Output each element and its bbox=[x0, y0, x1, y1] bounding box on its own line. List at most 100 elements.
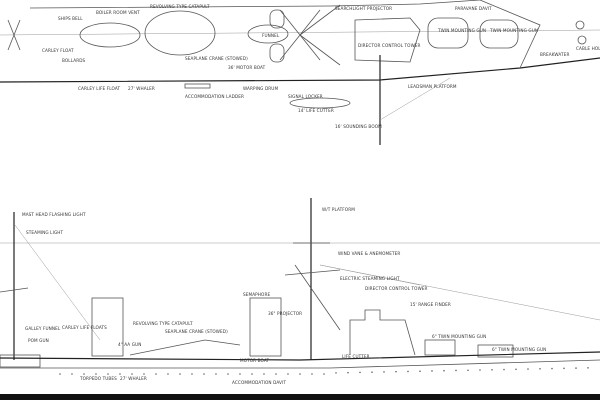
plan-boat bbox=[269, 43, 285, 63]
callout-label: GALLEY FUNNEL bbox=[25, 326, 61, 331]
callout-label: POM GUN bbox=[28, 338, 49, 343]
callout-label: 36" PROJECTOR bbox=[268, 311, 302, 316]
callout-label: CARLEY LIFE FLOAT bbox=[78, 86, 120, 91]
porthole bbox=[479, 369, 481, 371]
plan-turret-b bbox=[427, 17, 469, 49]
profile-funnel-fwd bbox=[249, 297, 282, 357]
porthole bbox=[359, 371, 361, 374]
porthole bbox=[263, 373, 265, 375]
profile-catapult bbox=[129, 339, 241, 356]
portholes bbox=[59, 367, 589, 375]
callout-label: DIRECTOR CONTROL TOWER bbox=[358, 43, 421, 48]
porthole bbox=[467, 369, 469, 372]
porthole bbox=[311, 373, 313, 375]
profile-hull-line bbox=[0, 359, 600, 369]
porthole bbox=[95, 373, 97, 375]
porthole bbox=[227, 373, 229, 375]
profile-bridge bbox=[349, 309, 416, 356]
callout-label: ACCOMMODATION LADDER bbox=[185, 94, 244, 99]
porthole bbox=[515, 368, 517, 371]
porthole bbox=[491, 368, 493, 371]
callout-label: SEMAPHORE bbox=[243, 292, 270, 297]
porthole bbox=[419, 370, 421, 373]
porthole bbox=[71, 373, 73, 375]
porthole bbox=[407, 370, 409, 373]
porthole bbox=[107, 373, 109, 375]
callout-label: CABLE HOLDER bbox=[576, 46, 600, 51]
callout-label: LIFE CUTTER bbox=[342, 354, 370, 359]
callout-label: MOTOR BOAT bbox=[240, 358, 269, 363]
callout-label: ELECTRIC STEAMING LIGHT bbox=[340, 276, 400, 281]
porthole bbox=[455, 369, 457, 372]
porthole bbox=[215, 373, 217, 375]
porthole bbox=[539, 368, 541, 370]
profile-funnel-aft bbox=[91, 297, 124, 357]
callout-label: CARLEY LIFE FLOATS bbox=[62, 325, 107, 330]
porthole bbox=[59, 373, 61, 375]
plan-cable-holder bbox=[575, 20, 585, 30]
porthole bbox=[167, 373, 169, 375]
porthole bbox=[395, 370, 397, 373]
porthole bbox=[503, 368, 505, 371]
porthole bbox=[83, 373, 85, 375]
porthole bbox=[119, 373, 121, 375]
plan-catapult-ring bbox=[144, 10, 216, 56]
porthole bbox=[287, 373, 289, 375]
porthole bbox=[239, 373, 241, 375]
callout-label: WARPING DRUM bbox=[243, 86, 278, 91]
plan-breakwater bbox=[479, 0, 541, 69]
callout-label: DIRECTOR CONTROL TOWER bbox=[365, 286, 428, 291]
porthole bbox=[371, 371, 373, 373]
callout-label: 15' RANGE FINDER bbox=[410, 302, 451, 307]
porthole bbox=[131, 373, 133, 375]
callout-label: STEAMING LIGHT bbox=[26, 230, 64, 235]
callout-label: CARLEY FLOAT bbox=[42, 48, 74, 53]
callout-label: LEADSMAN PLATFORM bbox=[408, 84, 457, 89]
plan-leader bbox=[379, 77, 451, 121]
profile-yard bbox=[0, 287, 29, 293]
porthole bbox=[275, 373, 277, 375]
callout-label: SEARCHLIGHT PROJECTOR bbox=[335, 6, 392, 11]
callout-label: SIGNAL LOCKER bbox=[288, 94, 323, 99]
plan-cable-holder bbox=[577, 35, 587, 45]
porthole bbox=[143, 373, 145, 375]
callout-label: 6" TWIN MOUNTING GUN bbox=[492, 347, 546, 352]
callout-label: BOLLARDS bbox=[62, 58, 86, 63]
plan-bridge bbox=[354, 17, 421, 63]
plan-centerline bbox=[0, 29, 600, 36]
porthole bbox=[587, 367, 589, 369]
porthole bbox=[383, 371, 385, 373]
profile-stay bbox=[14, 224, 101, 341]
porthole bbox=[443, 369, 445, 372]
callout-label: 14' LIFE CUTTER bbox=[298, 108, 334, 113]
profile-deck-line bbox=[0, 351, 600, 361]
porthole bbox=[347, 371, 349, 374]
callout-label: 36' MOTOR BOAT bbox=[228, 65, 266, 70]
callout-label: ACCOMMODATION DAVIT bbox=[232, 380, 286, 385]
callout-label: SHIPS BELL bbox=[58, 16, 83, 21]
profile-aft-structure bbox=[0, 354, 41, 368]
porthole bbox=[551, 367, 553, 370]
plan-mast-star bbox=[7, 4, 341, 66]
plan-hull-top bbox=[29, 0, 481, 9]
plan-boat bbox=[269, 9, 285, 29]
callout-label: REVOLVING TYPE CATAPULT bbox=[133, 321, 193, 326]
porthole bbox=[299, 373, 301, 375]
callout-label: TWIN MOUNTING GUN bbox=[437, 28, 486, 33]
plan-funnel-aft bbox=[79, 22, 141, 48]
plan-life-cutter bbox=[289, 97, 351, 109]
profile-tripod-leg bbox=[294, 264, 341, 331]
callout-label: W/T PLATFORM bbox=[322, 207, 355, 212]
callout-label: REVOLVING TYPE CATAPULT bbox=[150, 4, 210, 9]
callout-label: 27' WHALER bbox=[120, 376, 147, 381]
callout-label: MAST HEAD FLASHING LIGHT bbox=[22, 212, 86, 217]
porthole bbox=[575, 367, 577, 369]
callout-label: SEAPLANE CRANE (STOWED) bbox=[165, 329, 228, 334]
callout-label: WIND VANE & ANEMOMETER bbox=[338, 251, 400, 256]
plan-accommodation-ladder bbox=[184, 83, 211, 89]
porthole bbox=[155, 373, 157, 375]
profile-turret-a bbox=[477, 344, 514, 358]
plan-view bbox=[0, 0, 600, 145]
